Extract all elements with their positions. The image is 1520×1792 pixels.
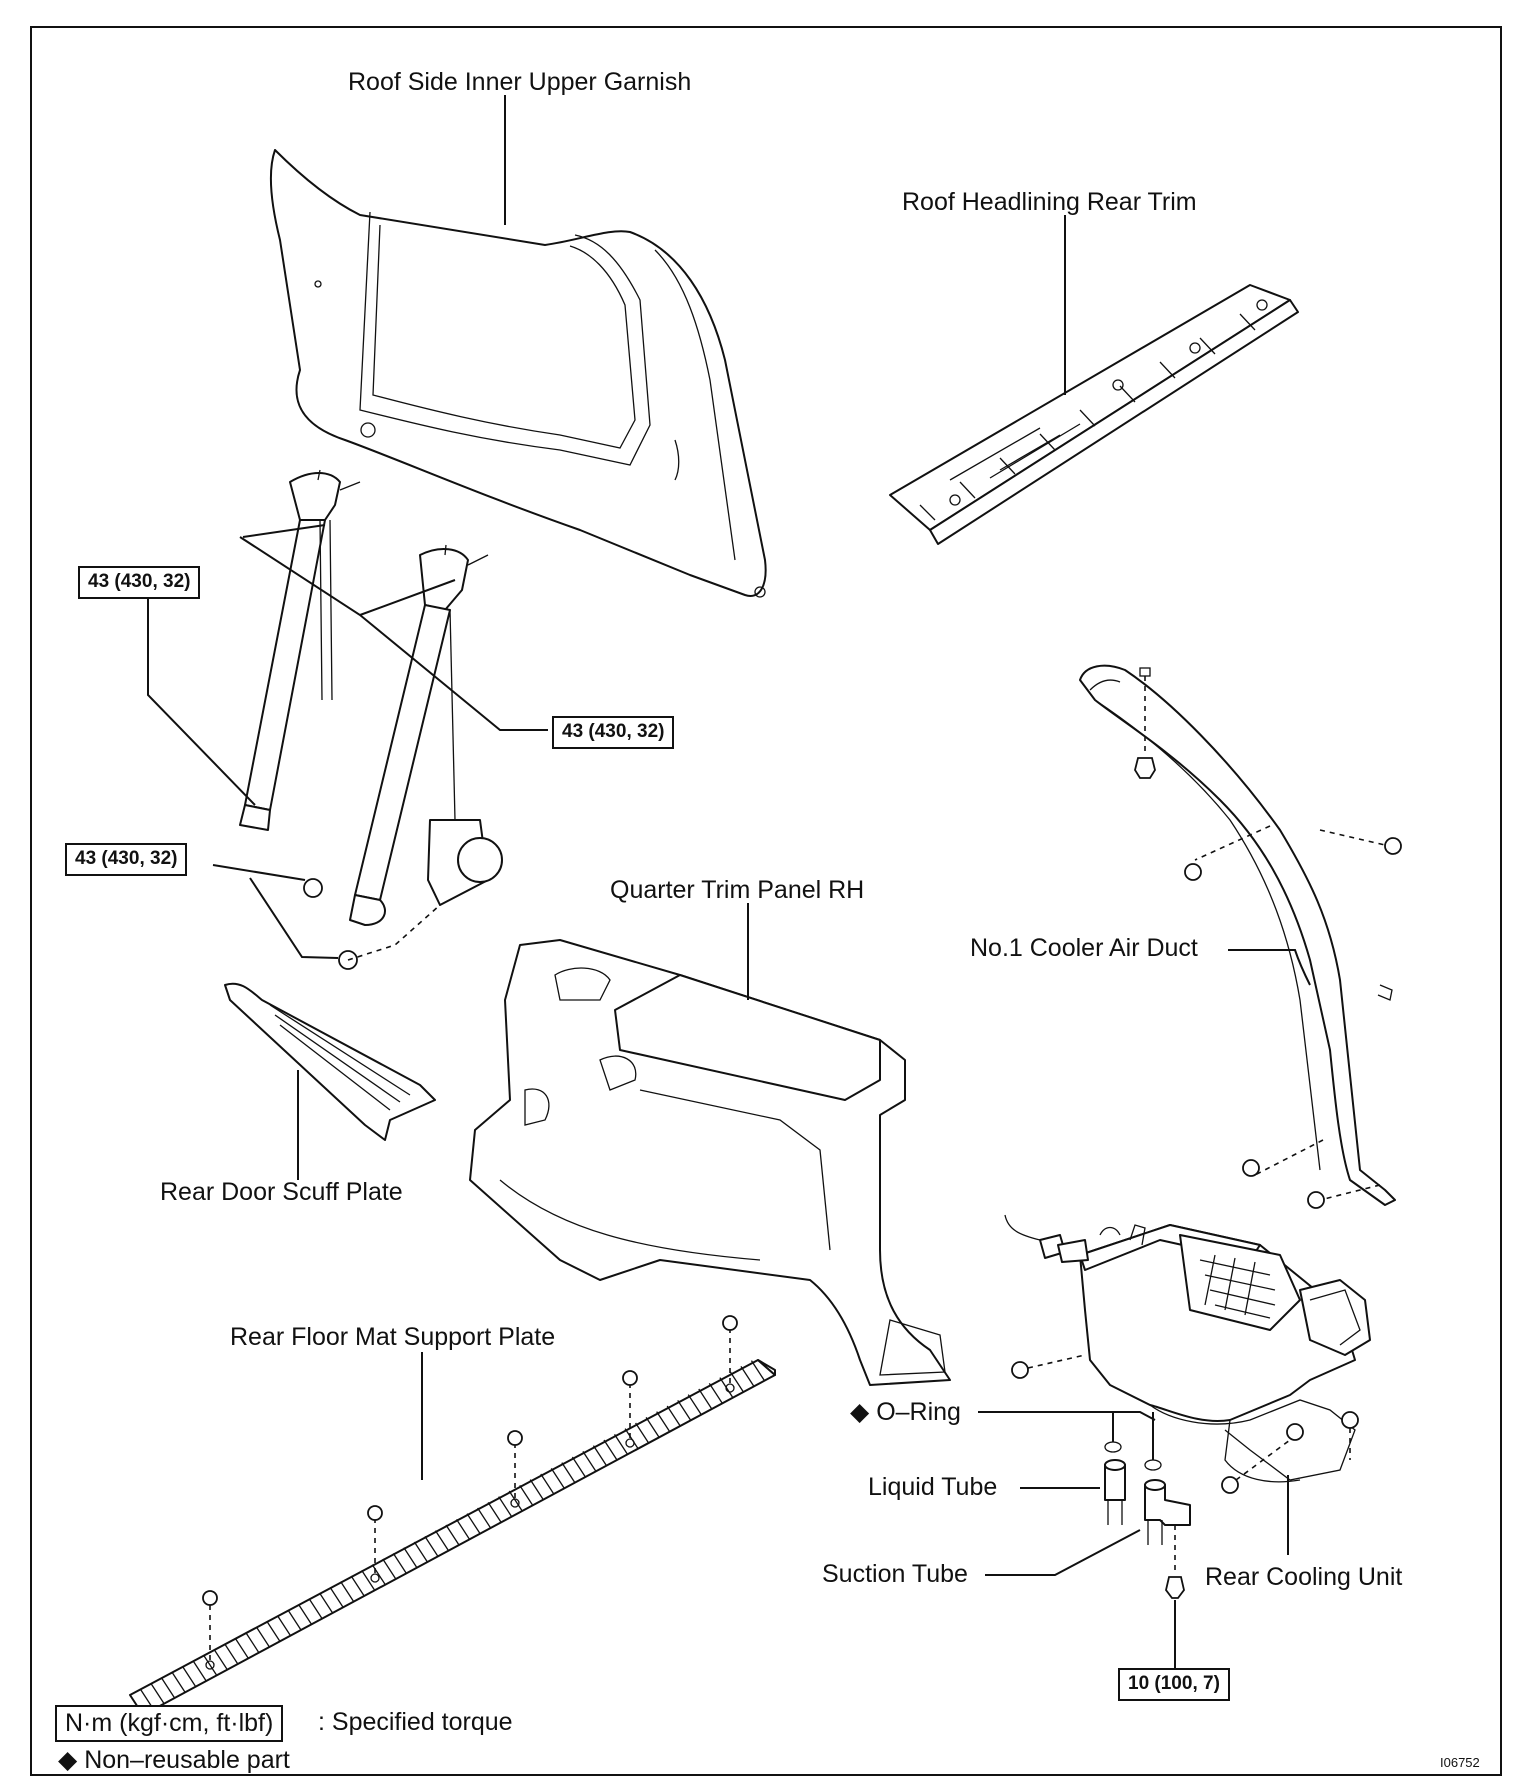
legend-torque-description: : Specified torque xyxy=(318,1708,513,1736)
plate-rib xyxy=(698,1388,713,1410)
nonreusable-diamond-icon: ◆ xyxy=(58,1746,78,1774)
plate-rib xyxy=(487,1501,502,1523)
no1-cooler-air-duct-drawing xyxy=(1079,664,1402,1209)
label-roof-side-inner-upper-garnish: Roof Side Inner Upper Garnish xyxy=(348,68,692,96)
plate-rib xyxy=(182,1666,197,1688)
plate-rib xyxy=(508,1490,523,1512)
rear-floor-mat-support-plate-drawing xyxy=(129,1315,776,1716)
plate-rib xyxy=(350,1575,365,1597)
plate-rib xyxy=(287,1609,302,1631)
label-rear-door-scuff-plate: Rear Door Scuff Plate xyxy=(160,1178,403,1206)
plate-rib xyxy=(203,1654,218,1676)
plate-rib xyxy=(403,1547,418,1569)
plate-rib xyxy=(171,1671,186,1693)
plate-rib xyxy=(392,1552,407,1574)
plate-rib xyxy=(276,1615,292,1637)
plate-rib xyxy=(571,1456,586,1478)
plate-rib xyxy=(666,1405,681,1427)
plate-rib xyxy=(255,1626,270,1648)
plate-rib xyxy=(645,1416,660,1438)
label-liquid-tube: Liquid Tube xyxy=(868,1473,998,1501)
plate-rib xyxy=(740,1365,755,1387)
torque-cooling-unit-bolt: 10 (100, 7) xyxy=(1118,1668,1230,1701)
torque-belt-lower: 43 (430, 32) xyxy=(65,843,188,876)
legend-nonreusable: ◆ Non–reusable part xyxy=(58,1746,290,1774)
plate-rib xyxy=(603,1439,618,1461)
plate-rib xyxy=(455,1518,471,1540)
plate-rib xyxy=(245,1632,260,1654)
label-no1-cooler-air-duct: No.1 Cooler Air Duct xyxy=(970,934,1198,962)
plate-rib xyxy=(266,1620,281,1642)
plate-rib xyxy=(677,1399,692,1421)
plate-rib xyxy=(445,1524,460,1546)
leader-lines xyxy=(147,95,1311,1668)
plate-rib xyxy=(224,1643,239,1665)
torque-belt-right: 43 (430, 32) xyxy=(552,716,675,749)
plate-rib xyxy=(413,1541,428,1563)
plate-rib xyxy=(424,1535,439,1557)
plate-rib xyxy=(613,1433,629,1455)
plate-rib xyxy=(319,1592,334,1614)
plate-rib xyxy=(519,1484,534,1506)
plate-rib xyxy=(161,1677,176,1699)
plate-rib xyxy=(582,1450,597,1472)
plate-rib xyxy=(361,1569,376,1591)
plate-rib xyxy=(213,1649,228,1671)
plate-rib xyxy=(234,1637,249,1659)
label-rear-floor-mat-support-plate: Rear Floor Mat Support Plate xyxy=(230,1323,556,1351)
nonreusable-diamond-icon: ◆ xyxy=(850,1398,870,1426)
plate-rib xyxy=(192,1660,207,1682)
roof-headlining-rear-trim-drawing xyxy=(889,284,1299,545)
label-quarter-trim-panel-rh: Quarter Trim Panel RH xyxy=(610,876,865,904)
seat-belt-assemblies-drawing xyxy=(239,469,503,970)
plate-rib xyxy=(750,1360,766,1382)
roof-side-inner-upper-garnish-drawing xyxy=(269,149,767,598)
plate-rib xyxy=(656,1411,671,1433)
label-o-ring: ◆ O–Ring xyxy=(850,1398,961,1426)
plate-rib xyxy=(434,1530,450,1552)
plate-rib xyxy=(540,1473,555,1495)
label-roof-headlining-rear-trim: Roof Headlining Rear Trim xyxy=(902,188,1197,216)
plate-rib xyxy=(635,1422,650,1444)
quarter-trim-panel-rh-drawing xyxy=(469,939,951,1386)
plate-rib xyxy=(687,1394,702,1416)
plate-rib xyxy=(297,1603,313,1625)
plate-rib xyxy=(150,1683,165,1705)
plate-rib xyxy=(498,1496,513,1518)
plate-rib xyxy=(340,1581,355,1603)
plate-rib xyxy=(561,1462,576,1484)
figure-code: I06752 xyxy=(1440,1755,1480,1770)
torque-belt-upper: 43 (430, 32) xyxy=(78,566,201,599)
diagram-frame xyxy=(30,26,1502,1776)
plate-rib xyxy=(529,1479,544,1501)
legend-torque-unit: N·m (kgf·cm, ft·lbf) xyxy=(55,1705,284,1742)
plate-rib xyxy=(466,1513,481,1535)
plate-rib xyxy=(550,1467,565,1489)
rear-cooling-unit-drawing xyxy=(1004,1214,1371,1599)
plate-rib xyxy=(592,1445,608,1467)
plate-rib xyxy=(329,1586,344,1608)
plate-rib xyxy=(729,1371,744,1393)
plate-rib xyxy=(708,1382,723,1404)
plate-rib xyxy=(477,1507,492,1529)
rear-door-scuff-plate-drawing xyxy=(224,982,436,1141)
label-suction-tube: Suction Tube xyxy=(822,1560,968,1588)
plate-rib xyxy=(308,1598,323,1620)
label-rear-cooling-unit: Rear Cooling Unit xyxy=(1205,1563,1403,1591)
plate-rib xyxy=(382,1558,397,1580)
